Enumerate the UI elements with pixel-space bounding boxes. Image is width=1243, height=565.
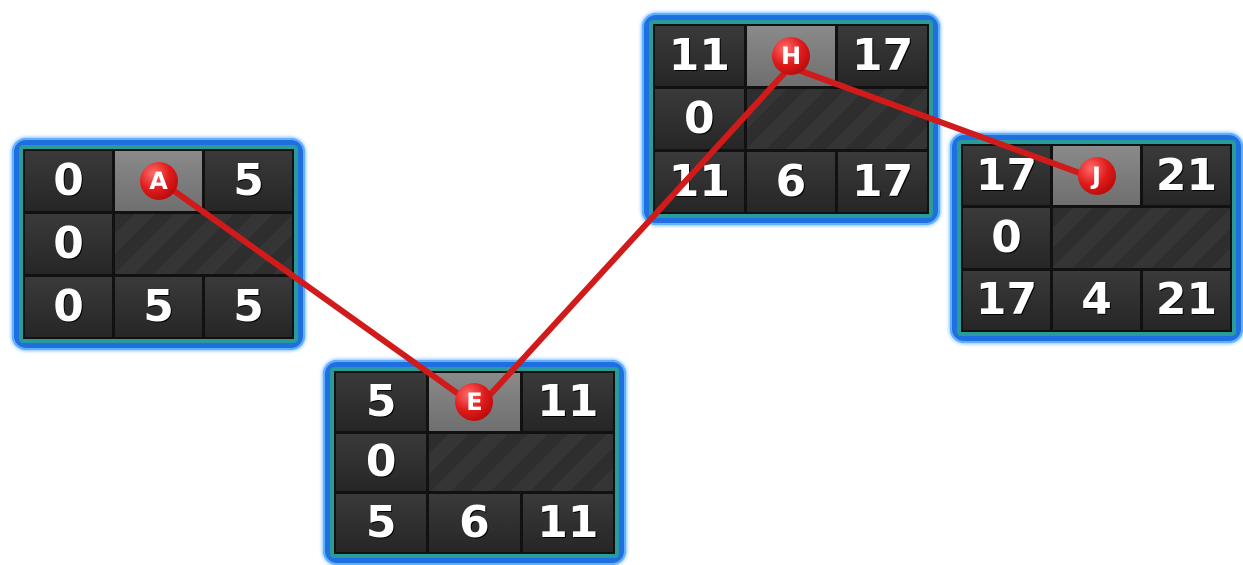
node-e-name-cell: E bbox=[429, 373, 520, 431]
node-h-name-cell: H bbox=[746, 26, 836, 86]
node-h-blank bbox=[746, 89, 927, 149]
node-a-early-finish: 5 bbox=[205, 151, 292, 211]
node-h-early-finish: 17 bbox=[838, 26, 927, 86]
node-a[interactable]: 0 A 5 0 0 5 5 bbox=[12, 138, 305, 350]
node-a-name-cell: A bbox=[115, 151, 202, 211]
node-a-blank bbox=[115, 214, 292, 274]
node-h-duration: 6 bbox=[746, 152, 836, 212]
node-j-marker: J bbox=[1077, 156, 1116, 195]
node-j-late-start: 17 bbox=[963, 270, 1050, 330]
node-h-slack: 0 bbox=[655, 89, 744, 149]
node-e-marker: E bbox=[455, 382, 494, 421]
node-j-late-finish: 21 bbox=[1143, 270, 1230, 330]
node-e-duration: 6 bbox=[429, 494, 520, 552]
node-j-frame: 17 J 21 0 17 4 21 bbox=[957, 140, 1236, 336]
node-j-slack: 0 bbox=[963, 208, 1050, 268]
node-h-grid: 11 H 17 0 11 6 17 bbox=[653, 24, 929, 214]
node-a-grid: 0 A 5 0 0 5 5 bbox=[23, 149, 294, 339]
node-j-grid: 17 J 21 0 17 4 21 bbox=[961, 144, 1232, 332]
node-e-blank bbox=[429, 433, 613, 492]
node-a-duration: 5 bbox=[115, 277, 202, 337]
node-h-late-start: 11 bbox=[655, 152, 744, 212]
node-h-marker: H bbox=[771, 37, 810, 75]
node-a-marker: A bbox=[139, 162, 178, 200]
node-e-early-start: 5 bbox=[336, 373, 427, 431]
node-e-late-finish: 11 bbox=[522, 494, 613, 552]
node-h-frame: 11 H 17 0 11 6 17 bbox=[649, 20, 933, 218]
node-h-late-finish: 17 bbox=[838, 152, 927, 212]
node-j-duration: 4 bbox=[1053, 270, 1140, 330]
node-j-early-start: 17 bbox=[963, 146, 1050, 206]
node-e-early-finish: 11 bbox=[522, 373, 613, 431]
node-h-early-start: 11 bbox=[655, 26, 744, 86]
node-j-early-finish: 21 bbox=[1143, 146, 1230, 206]
node-a-slack: 0 bbox=[25, 214, 112, 274]
node-e-slack: 0 bbox=[336, 433, 427, 492]
node-e[interactable]: 5 E 11 0 5 6 11 bbox=[323, 360, 626, 565]
node-e-frame: 5 E 11 0 5 6 11 bbox=[330, 367, 619, 558]
node-e-grid: 5 E 11 0 5 6 11 bbox=[334, 371, 615, 554]
node-e-late-start: 5 bbox=[336, 494, 427, 552]
node-j-name-cell: J bbox=[1053, 146, 1140, 206]
node-a-frame: 0 A 5 0 0 5 5 bbox=[19, 145, 298, 343]
node-j-blank bbox=[1053, 208, 1230, 268]
node-a-late-start: 0 bbox=[25, 277, 112, 337]
node-h[interactable]: 11 H 17 0 11 6 17 bbox=[642, 13, 940, 225]
node-a-late-finish: 5 bbox=[205, 277, 292, 337]
node-a-early-start: 0 bbox=[25, 151, 112, 211]
node-j[interactable]: 17 J 21 0 17 4 21 bbox=[950, 133, 1243, 343]
